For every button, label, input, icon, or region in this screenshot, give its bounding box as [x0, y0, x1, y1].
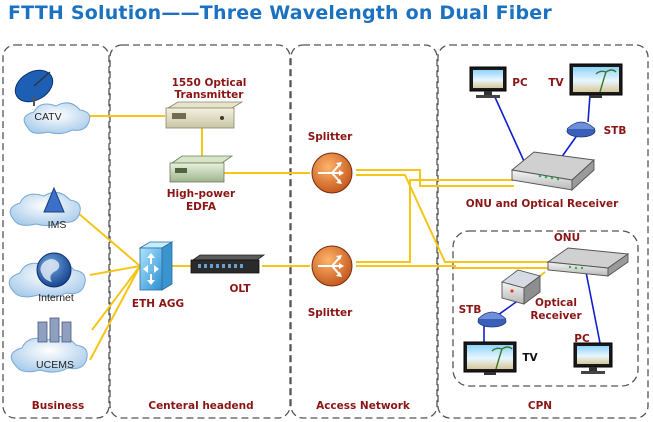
onu-label: ONU — [554, 232, 580, 244]
ims-pyramid-icon — [43, 186, 65, 213]
optical-receiver-label-line2: Receiver — [530, 310, 582, 322]
edfa-label-line2: EDFA — [186, 201, 217, 213]
monitor-icon — [469, 66, 507, 98]
optical-receiver-device — [500, 269, 542, 305]
stb-bottom-label: STB — [459, 304, 482, 316]
section-cpn-label: CPN — [528, 400, 552, 412]
satellite-dish-icon — [14, 69, 54, 106]
cloud-icon — [10, 335, 88, 373]
set-top-box-icon — [477, 311, 507, 328]
edfa-device — [169, 155, 234, 183]
section-headend-box — [109, 44, 291, 419]
section-business-box — [2, 44, 110, 419]
optical-receiver-label-line1: Optical — [535, 297, 577, 309]
eth-agg-label: ETH AGG — [132, 298, 184, 310]
monitor-icon — [569, 63, 623, 98]
pc-bottom-label: PC — [574, 333, 590, 345]
olt-label: OLT — [229, 283, 251, 295]
monitor-icon — [463, 341, 517, 375]
ims-label: IMS — [48, 219, 67, 231]
ucems-label: UCEMS — [36, 359, 74, 371]
diagram-title: FTTH Solution——Three Wavelength on Dual … — [8, 2, 552, 24]
section-headend-label: Centeral headend — [148, 400, 253, 412]
monitor-icon — [573, 342, 613, 374]
splitter-top-label: Splitter — [308, 131, 353, 143]
onu-optical-label: ONU and Optical Receiver — [466, 198, 619, 210]
set-top-box-icon — [566, 121, 596, 138]
splitter-icon — [311, 245, 353, 287]
section-cpn-box — [437, 44, 649, 419]
edfa-label-line1: High-power — [167, 188, 236, 200]
onu-optical-receiver-device — [510, 151, 596, 192]
cloud-icon — [23, 102, 91, 135]
pc-top-label: PC — [512, 77, 528, 89]
section-access-box — [290, 44, 438, 419]
fiber-links — [77, 115, 550, 361]
server-icon — [37, 317, 72, 343]
tv-bottom-label: TV — [522, 352, 538, 364]
section-business-label: Business — [32, 400, 84, 412]
splitter-bottom-label: Splitter — [308, 307, 353, 319]
internet-label: Internet — [38, 292, 74, 304]
optical-transmitter-device — [165, 101, 244, 129]
globe-icon — [36, 252, 72, 288]
splitter-icon — [311, 152, 353, 194]
cpn-inner-box — [452, 230, 639, 387]
router-icon — [138, 241, 174, 291]
olt-device — [190, 254, 266, 274]
stb-top-label: STB — [604, 125, 627, 137]
transmitter-label-line1: 1550 Optical — [172, 77, 247, 89]
section-access-label: Access Network — [316, 400, 411, 412]
catv-label: CATV — [34, 111, 61, 123]
tv-top-label: TV — [548, 77, 564, 89]
transmitter-label-line2: Transmitter — [175, 89, 245, 101]
onu-device — [546, 247, 630, 277]
